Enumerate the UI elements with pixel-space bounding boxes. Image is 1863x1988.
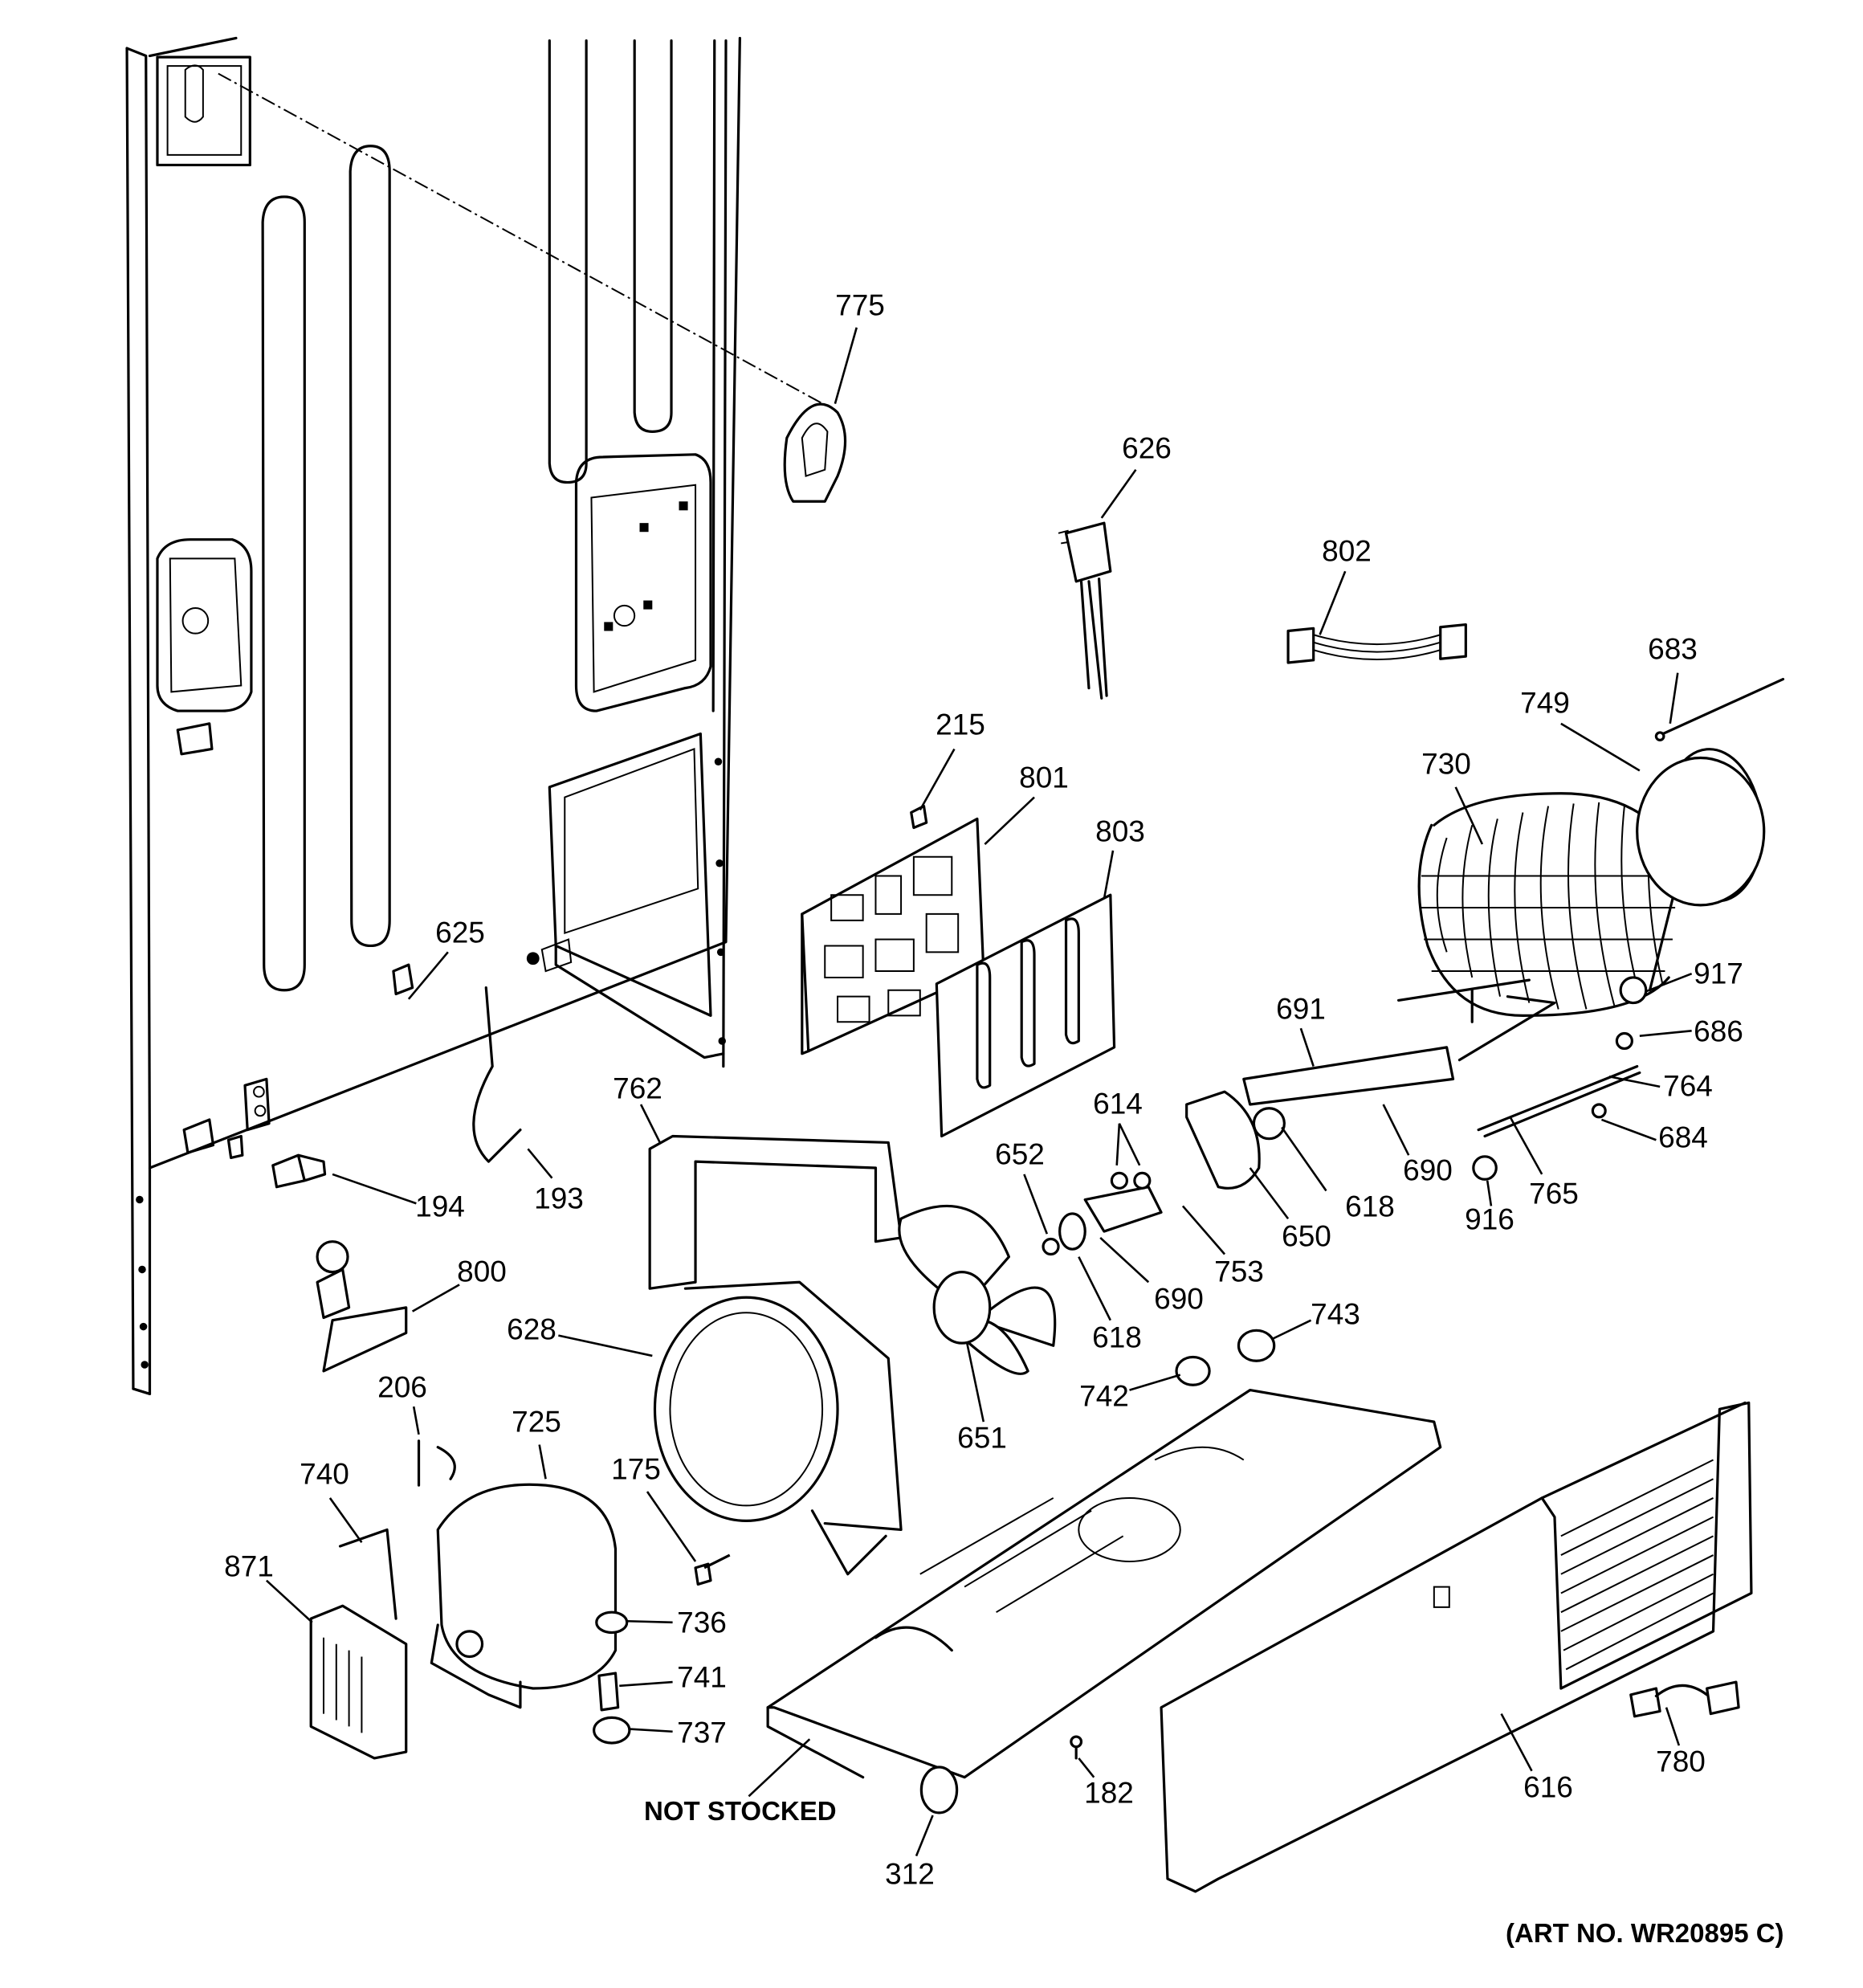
clip-194-part bbox=[273, 1155, 325, 1187]
callout-194: 194 bbox=[415, 1190, 465, 1223]
callout-916: 916 bbox=[1465, 1202, 1514, 1236]
harness-780-part bbox=[1631, 1682, 1739, 1717]
callout-175: 175 bbox=[611, 1452, 661, 1486]
fan-shroud-part bbox=[650, 1137, 901, 1574]
drain-tube-part bbox=[1657, 680, 1783, 737]
drier-part bbox=[340, 1529, 397, 1619]
callout-193: 193 bbox=[534, 1182, 584, 1215]
callout-803: 803 bbox=[1095, 814, 1145, 848]
callout-764: 764 bbox=[1663, 1069, 1713, 1103]
start-device-part bbox=[311, 1606, 406, 1758]
callout-780: 780 bbox=[1656, 1745, 1706, 1778]
callout-215: 215 bbox=[936, 708, 985, 741]
callout-736: 736 bbox=[677, 1606, 727, 1639]
bolt-175-part bbox=[695, 1555, 730, 1584]
callout-626: 626 bbox=[1122, 431, 1172, 465]
callout-614: 614 bbox=[1093, 1087, 1143, 1121]
not-stocked-label: NOT STOCKED bbox=[644, 1796, 837, 1826]
wheel-312-part bbox=[921, 1767, 956, 1813]
evaporator-fan-motor-parts bbox=[1043, 1047, 1453, 1255]
power-cord-part bbox=[1058, 523, 1111, 698]
wire-harness-part bbox=[1288, 625, 1466, 663]
callout-742: 742 bbox=[1079, 1379, 1129, 1413]
clip-737-part bbox=[594, 1717, 630, 1743]
callout-650: 650 bbox=[1282, 1219, 1331, 1253]
callout-775: 775 bbox=[835, 288, 885, 322]
callout-737: 737 bbox=[677, 1716, 727, 1749]
callout-917: 917 bbox=[1694, 957, 1743, 990]
board-cover-part bbox=[936, 895, 1114, 1136]
callout-690b: 690 bbox=[1154, 1282, 1204, 1316]
callout-625: 625 bbox=[435, 916, 485, 949]
callout-753: 753 bbox=[1214, 1255, 1264, 1288]
leader-lines bbox=[267, 328, 1692, 1856]
callout-730: 730 bbox=[1421, 747, 1471, 781]
grommet-625-part bbox=[393, 965, 413, 994]
callout-628: 628 bbox=[507, 1312, 556, 1346]
condenser-end-plate bbox=[1637, 758, 1764, 905]
callout-312: 312 bbox=[885, 1857, 935, 1891]
mounting-hardware-parts bbox=[1474, 978, 1646, 1179]
sleeve-741-part bbox=[599, 1673, 618, 1710]
callout-691: 691 bbox=[1276, 992, 1326, 1026]
callout-740: 740 bbox=[300, 1457, 349, 1491]
callout-686: 686 bbox=[1694, 1014, 1743, 1048]
callout-683: 683 bbox=[1648, 632, 1698, 666]
callout-871: 871 bbox=[224, 1549, 274, 1583]
callout-690: 690 bbox=[1403, 1153, 1453, 1187]
drain-hose-part bbox=[474, 988, 520, 1162]
water-valve-part bbox=[317, 1242, 406, 1371]
fan-blade-part bbox=[899, 1206, 1055, 1374]
compressor-part bbox=[431, 1484, 615, 1707]
foot-743-part bbox=[1238, 1330, 1274, 1361]
base-pan-part bbox=[768, 1390, 1441, 1778]
callout-182: 182 bbox=[1084, 1776, 1134, 1810]
grommet-736-part bbox=[597, 1612, 627, 1632]
loop-clamp-part bbox=[785, 404, 845, 501]
callout-684: 684 bbox=[1658, 1121, 1708, 1154]
callout-651: 651 bbox=[957, 1421, 1007, 1455]
callout-652: 652 bbox=[995, 1137, 1045, 1171]
callout-749: 749 bbox=[1520, 686, 1570, 720]
wire-clip-206-part bbox=[419, 1441, 455, 1485]
callout-741: 741 bbox=[677, 1660, 727, 1694]
callout-618: 618 bbox=[1345, 1190, 1395, 1223]
callout-801: 801 bbox=[1019, 761, 1069, 794]
callout-802: 802 bbox=[1322, 534, 1372, 568]
callout-616: 616 bbox=[1523, 1770, 1573, 1804]
cabinet-back-panel bbox=[127, 38, 827, 1394]
callout-725: 725 bbox=[512, 1405, 561, 1439]
callout-762: 762 bbox=[613, 1072, 662, 1105]
access-cover-part bbox=[1161, 1402, 1751, 1891]
callout-765: 765 bbox=[1529, 1177, 1579, 1210]
callout-743: 743 bbox=[1311, 1297, 1360, 1331]
callout-800: 800 bbox=[457, 1255, 507, 1288]
callout-206: 206 bbox=[377, 1370, 427, 1404]
foot-742-part bbox=[1176, 1357, 1209, 1386]
art-number-label: (ART NO. WR20895 C) bbox=[1506, 1918, 1784, 1948]
callout-618b: 618 bbox=[1092, 1321, 1142, 1354]
